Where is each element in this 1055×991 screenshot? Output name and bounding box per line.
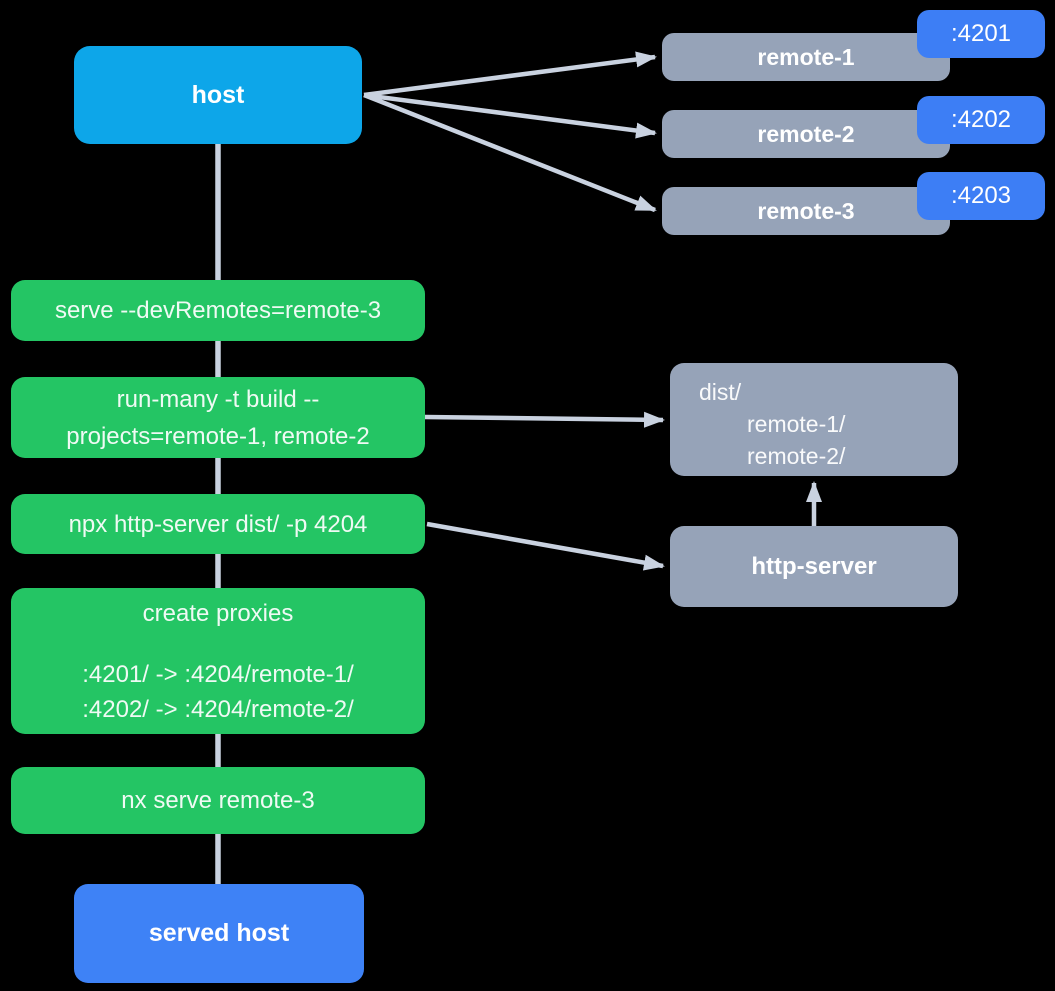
served-host-label: served host [148,919,290,947]
remote-3-label: remote-3 [757,197,855,224]
http-server-node: http-server [670,526,958,607]
remote-1-port-badge: :4201 [917,10,1045,58]
remote-2-port-badge: :4202 [917,96,1045,144]
host-node: host [74,46,362,144]
create-proxies-title: create proxies [142,600,294,627]
step-npx-http-server-text: npx http-server dist/ -p 4204 [68,510,368,538]
remote-2-label: remote-2 [757,120,855,147]
step-serve-dev-remotes: serve --devRemotes=remote-3 [11,280,425,341]
edge-host-remote-1 [363,51,657,98]
dist-folder-node: dist/ remote-1/ remote-2/ [670,363,958,476]
served-host-node: served host [74,884,364,983]
proxy-mapping-1: :4201/ -> :4204/remote-1/ [82,661,354,688]
remote-1-node: remote-1 [662,33,950,81]
step-nx-serve-text: nx serve remote-3 [121,787,315,814]
remote-3-port-label: :4203 [950,182,1012,209]
step-run-many-text-line1: run-many -t build -- [116,385,320,413]
step-serve-text: serve --devRemotes=remote-3 [54,297,382,324]
proxy-mappings: :4201/ -> :4204/remote-1/ :4202/ -> :420… [82,657,354,727]
remote-1-port-label: :4201 [950,20,1012,47]
proxy-mapping-2: :4202/ -> :4204/remote-2/ [82,696,354,723]
edge-host-remote-3 [363,92,657,213]
http-server-label: http-server [751,552,877,580]
step-run-many-build: run-many -t build -- projects=remote-1, … [11,377,425,458]
edge-run-many-dist [424,411,665,428]
remote-3-node: remote-3 [662,187,950,235]
remote-2-node: remote-2 [662,110,950,158]
step-nx-serve-remote-3: nx serve remote-3 [11,767,425,834]
remote-3-port-badge: :4203 [917,172,1045,220]
step-run-many-text-line2: projects=remote-1, remote-2 [66,422,370,450]
edge-http-cmd-http-server [426,521,665,571]
host-label: host [191,80,245,109]
dist-remote-1-label: remote-1/ [747,411,846,437]
dist-root-label: dist/ [699,379,742,405]
step-npx-http-server: npx http-server dist/ -p 4204 [11,494,425,554]
edge-host-remote-2 [363,92,657,139]
dist-remote-2-label: remote-2/ [747,443,846,469]
remote-1-label: remote-1 [757,43,855,70]
step-create-proxies: create proxies :4201/ -> :4204/remote-1/… [11,588,425,734]
remote-2-port-label: :4202 [950,106,1012,133]
